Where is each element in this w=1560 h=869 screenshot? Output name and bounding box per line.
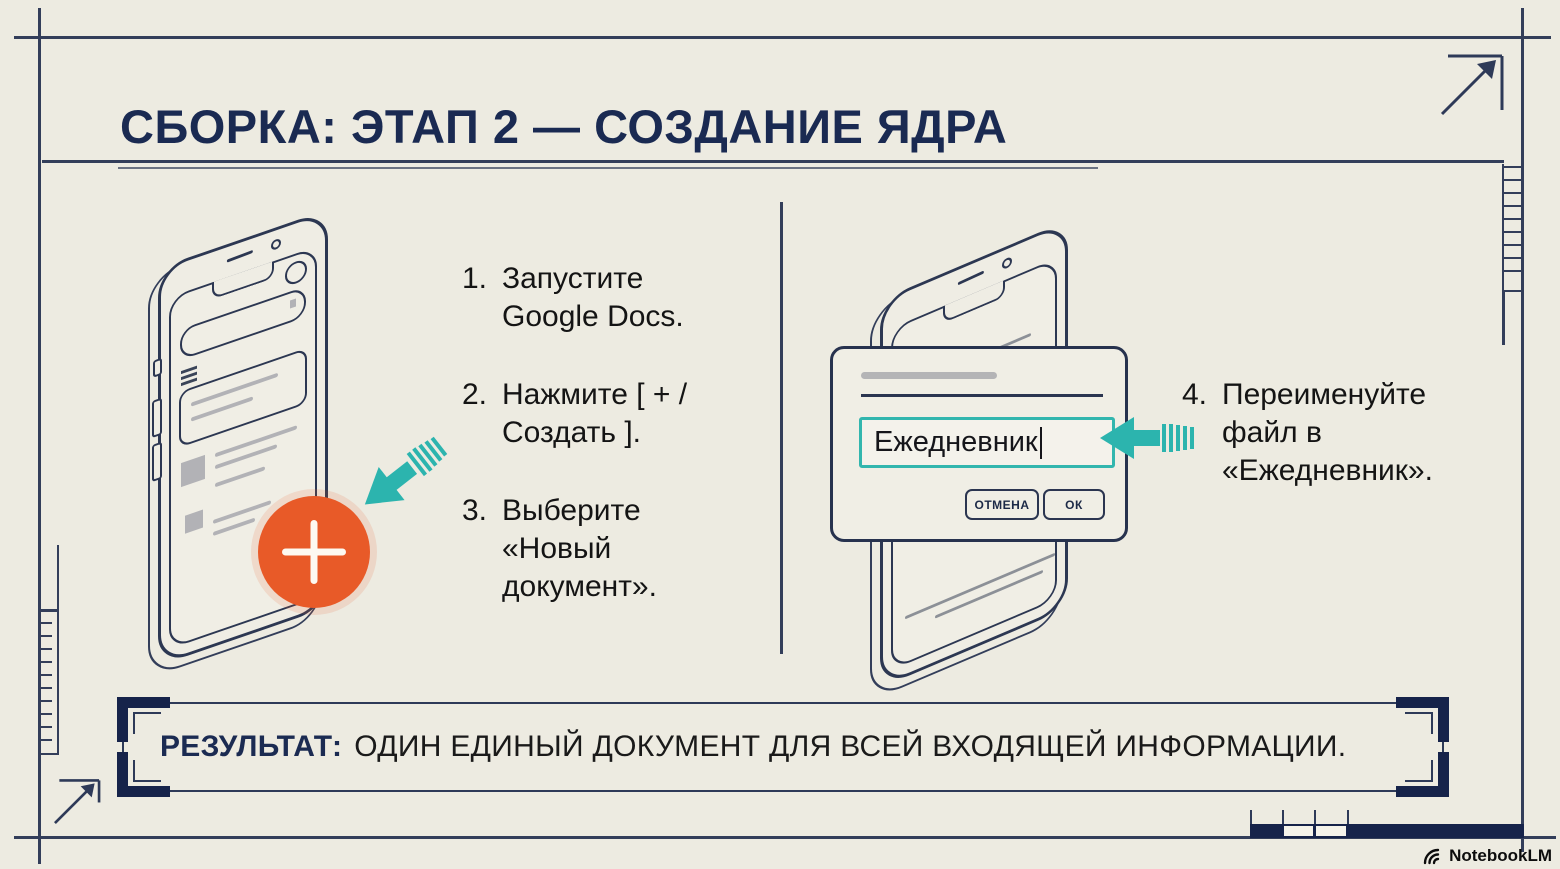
watermark: NotebookLM xyxy=(1422,846,1552,866)
result-text: РЕЗУЛЬТАТ: ОДИН ЕДИНЫЙ ДОКУМЕНТ ДЛЯ ВСЕЙ… xyxy=(160,704,1346,790)
diagonal-arrow-icon xyxy=(54,779,101,824)
frame-right-line xyxy=(1521,8,1524,852)
steps-list: 1. Запустите Google Docs. 2. Нажмите [ +… xyxy=(462,260,687,646)
filename-input-value: Ежедневник xyxy=(874,426,1038,458)
step-line: Запустите xyxy=(502,262,644,295)
right-ruler-tail xyxy=(1502,290,1505,345)
step-line: «Ежедневник». xyxy=(1222,454,1433,487)
volume-up-button xyxy=(152,397,162,439)
step-item-1: 1. Запустите Google Docs. xyxy=(462,260,687,336)
new-document-fab[interactable] xyxy=(258,496,370,608)
frame-top-line xyxy=(14,36,1551,39)
camera-icon xyxy=(1002,255,1012,271)
step-line: документ». xyxy=(502,570,657,603)
section-divider xyxy=(780,202,783,654)
filename-input[interactable]: Ежедневник xyxy=(859,417,1115,468)
left-ruler xyxy=(40,545,59,755)
step-item-3: 3. Выберите «Новый документ». xyxy=(462,492,687,606)
watermark-brand: NotebookLM xyxy=(1449,846,1552,865)
step-line: Нажмите [ + / xyxy=(502,378,688,411)
notch xyxy=(212,260,274,299)
avatar-ring-icon xyxy=(285,257,307,288)
dialog-title-placeholder xyxy=(861,372,997,379)
step-line: «Новый xyxy=(502,532,612,565)
frame-bottom-line xyxy=(14,836,1556,839)
text-cursor xyxy=(1039,426,1043,459)
ok-button[interactable]: ОК xyxy=(1043,489,1105,520)
step-number: 4. xyxy=(1182,378,1208,411)
title-underline xyxy=(42,160,1504,163)
camera-icon xyxy=(271,237,281,252)
step-line: Создать ]. xyxy=(502,416,642,449)
thumbnail-placeholder xyxy=(181,454,205,488)
step-number: 1. xyxy=(462,262,488,295)
step-item-2: 2. Нажмите [ + / Создать ]. xyxy=(462,376,687,452)
diagonal-arrow-icon xyxy=(1440,54,1504,116)
notch xyxy=(943,279,1005,323)
step-number: 3. xyxy=(462,494,488,527)
title-underline-echo xyxy=(118,167,1098,169)
plus-icon xyxy=(310,520,318,584)
step-line: Переименуйте xyxy=(1222,378,1427,411)
step-line: Google Docs. xyxy=(502,300,684,333)
step-number: 2. xyxy=(462,378,488,411)
step-line: Выберите xyxy=(502,494,641,527)
result-banner: РЕЗУЛЬТАТ: ОДИН ЕДИНЫЙ ДОКУМЕНТ ДЛЯ ВСЕЙ… xyxy=(117,697,1449,797)
result-label: РЕЗУЛЬТАТ: xyxy=(160,730,343,763)
teal-arrow-icon xyxy=(364,436,448,505)
search-bar[interactable] xyxy=(180,286,306,361)
scale-bar xyxy=(1250,810,1524,838)
rename-dialog: Ежедневник ОТМЕНА ОК xyxy=(830,346,1128,542)
step-line: файл в xyxy=(1222,416,1322,449)
page-title: СБОРКА: ЭТАП 2 — СОЗДАНИЕ ЯДРА xyxy=(120,100,1008,154)
steps-list-right: 4. Переименуйте файл в «Ежедневник». xyxy=(1182,376,1433,530)
frame-left-line xyxy=(38,8,41,864)
speaker-icon xyxy=(957,270,984,286)
mute-switch xyxy=(153,357,162,378)
dialog-divider xyxy=(861,394,1103,397)
speaker-icon xyxy=(226,249,253,263)
teal-arrow-icon xyxy=(1100,417,1194,459)
notebooklm-logo-icon xyxy=(1423,848,1440,865)
result-value: ОДИН ЕДИНЫЙ ДОКУМЕНТ ДЛЯ ВСЕЙ ВХОДЯЩЕЙ И… xyxy=(354,730,1347,763)
right-ruler xyxy=(1502,164,1523,292)
document-card xyxy=(179,347,307,448)
step-item-4: 4. Переименуйте файл в «Ежедневник». xyxy=(1182,376,1433,490)
thumbnail-placeholder xyxy=(185,509,203,534)
cancel-button[interactable]: ОТМЕНА xyxy=(965,489,1039,520)
volume-down-button xyxy=(152,441,162,483)
